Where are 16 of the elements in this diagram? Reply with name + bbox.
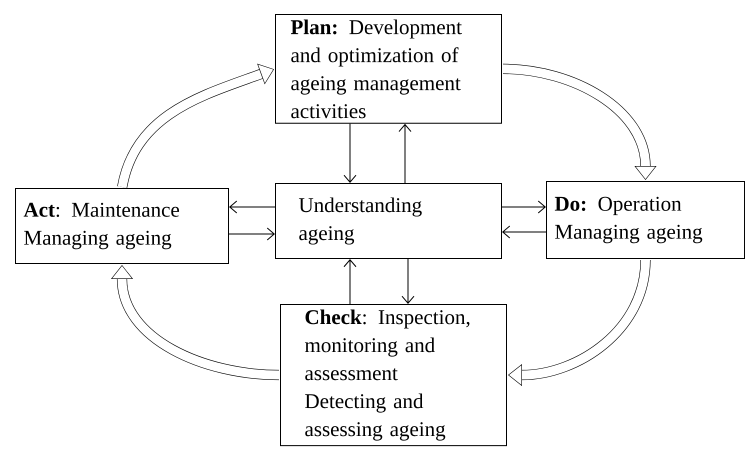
arrow <box>502 226 546 238</box>
text-box: Do: Operation Managing ageing <box>546 181 745 259</box>
block-arrow <box>110 265 280 380</box>
text-box: Act: Maintenance Managing ageing <box>15 188 229 264</box>
text-box: Check: Inspection, monitoring and assessment Detecting and assessing ageing <box>280 304 507 446</box>
text-box: Plan: Development and optimization of ageing management activities <box>275 14 502 124</box>
block-arrow <box>502 64 657 180</box>
arrow <box>228 228 275 240</box>
arrow <box>398 124 412 184</box>
arrow <box>402 258 414 304</box>
arrow <box>502 200 546 214</box>
arrow <box>344 259 356 304</box>
text-box: Understanding ageing <box>275 183 502 259</box>
arrow <box>344 123 356 183</box>
arrow <box>229 200 276 214</box>
block-arrow <box>508 260 651 386</box>
